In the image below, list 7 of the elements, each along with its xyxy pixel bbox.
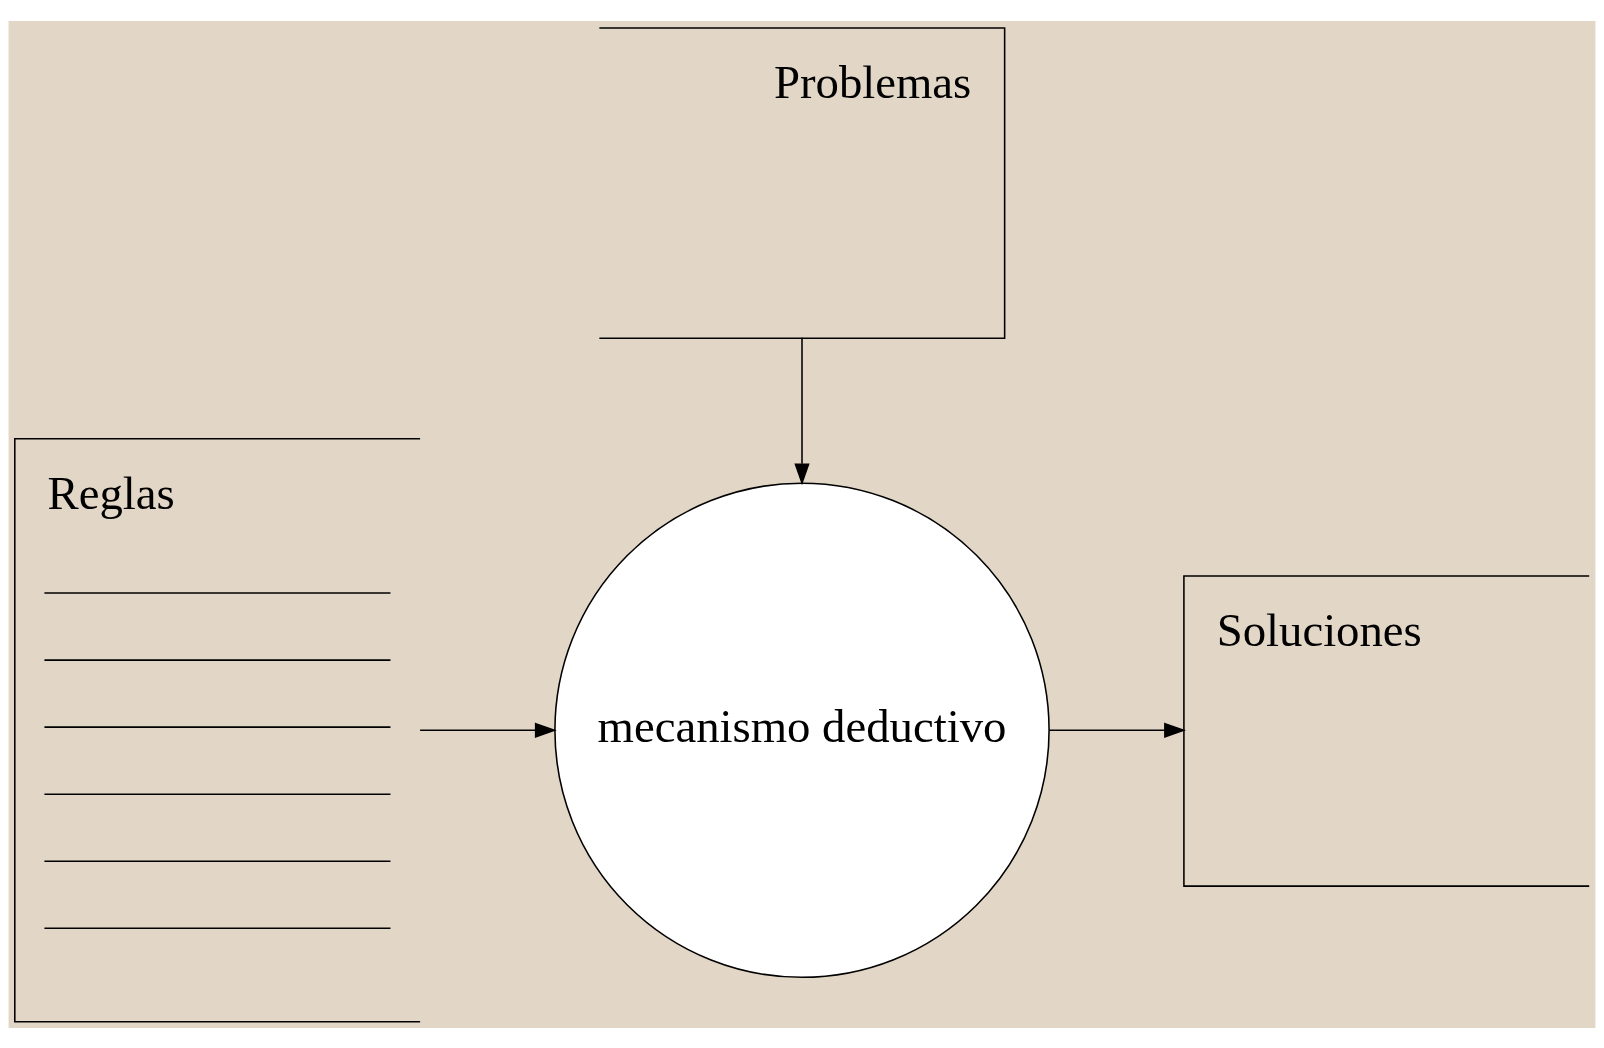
node-text: Soluciones [1216, 603, 1422, 656]
arrow [419, 722, 557, 738]
arrow [794, 336, 810, 485]
node-text: Reglas [47, 466, 175, 519]
node-circle: mecanismo deductivo [554, 481, 1050, 978]
arrow [1048, 722, 1186, 738]
node-text: Problemas [773, 55, 972, 108]
